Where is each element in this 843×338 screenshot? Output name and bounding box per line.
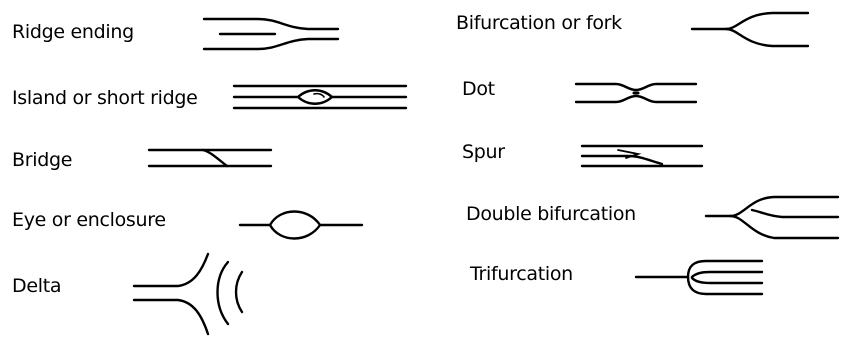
- label-double-bifurcation: Double bifurcation: [466, 203, 636, 225]
- label-delta: Delta: [12, 275, 62, 297]
- ridge-ending-figure: [202, 17, 340, 51]
- label-ridge-ending: Ridge ending: [12, 21, 134, 43]
- label-bifurcation: Bifurcation or fork: [456, 12, 622, 34]
- bridge-figure: [147, 148, 273, 168]
- eye-figure: [238, 210, 364, 240]
- bifurcation-figure: [690, 11, 810, 48]
- label-island: Island or short ridge: [12, 87, 198, 109]
- trifurcation-figure: [634, 259, 764, 296]
- label-trifurcation: Trifurcation: [470, 263, 573, 285]
- delta-figure: [132, 252, 244, 336]
- label-eye: Eye or enclosure: [12, 209, 166, 231]
- double-bifurcation-figure: [704, 195, 840, 240]
- label-dot: Dot: [462, 78, 495, 100]
- label-bridge: Bridge: [12, 149, 73, 171]
- dot-figure: [574, 82, 698, 104]
- spur-figure: [580, 144, 704, 168]
- label-spur: Spur: [462, 141, 505, 163]
- island-figure: [232, 84, 408, 110]
